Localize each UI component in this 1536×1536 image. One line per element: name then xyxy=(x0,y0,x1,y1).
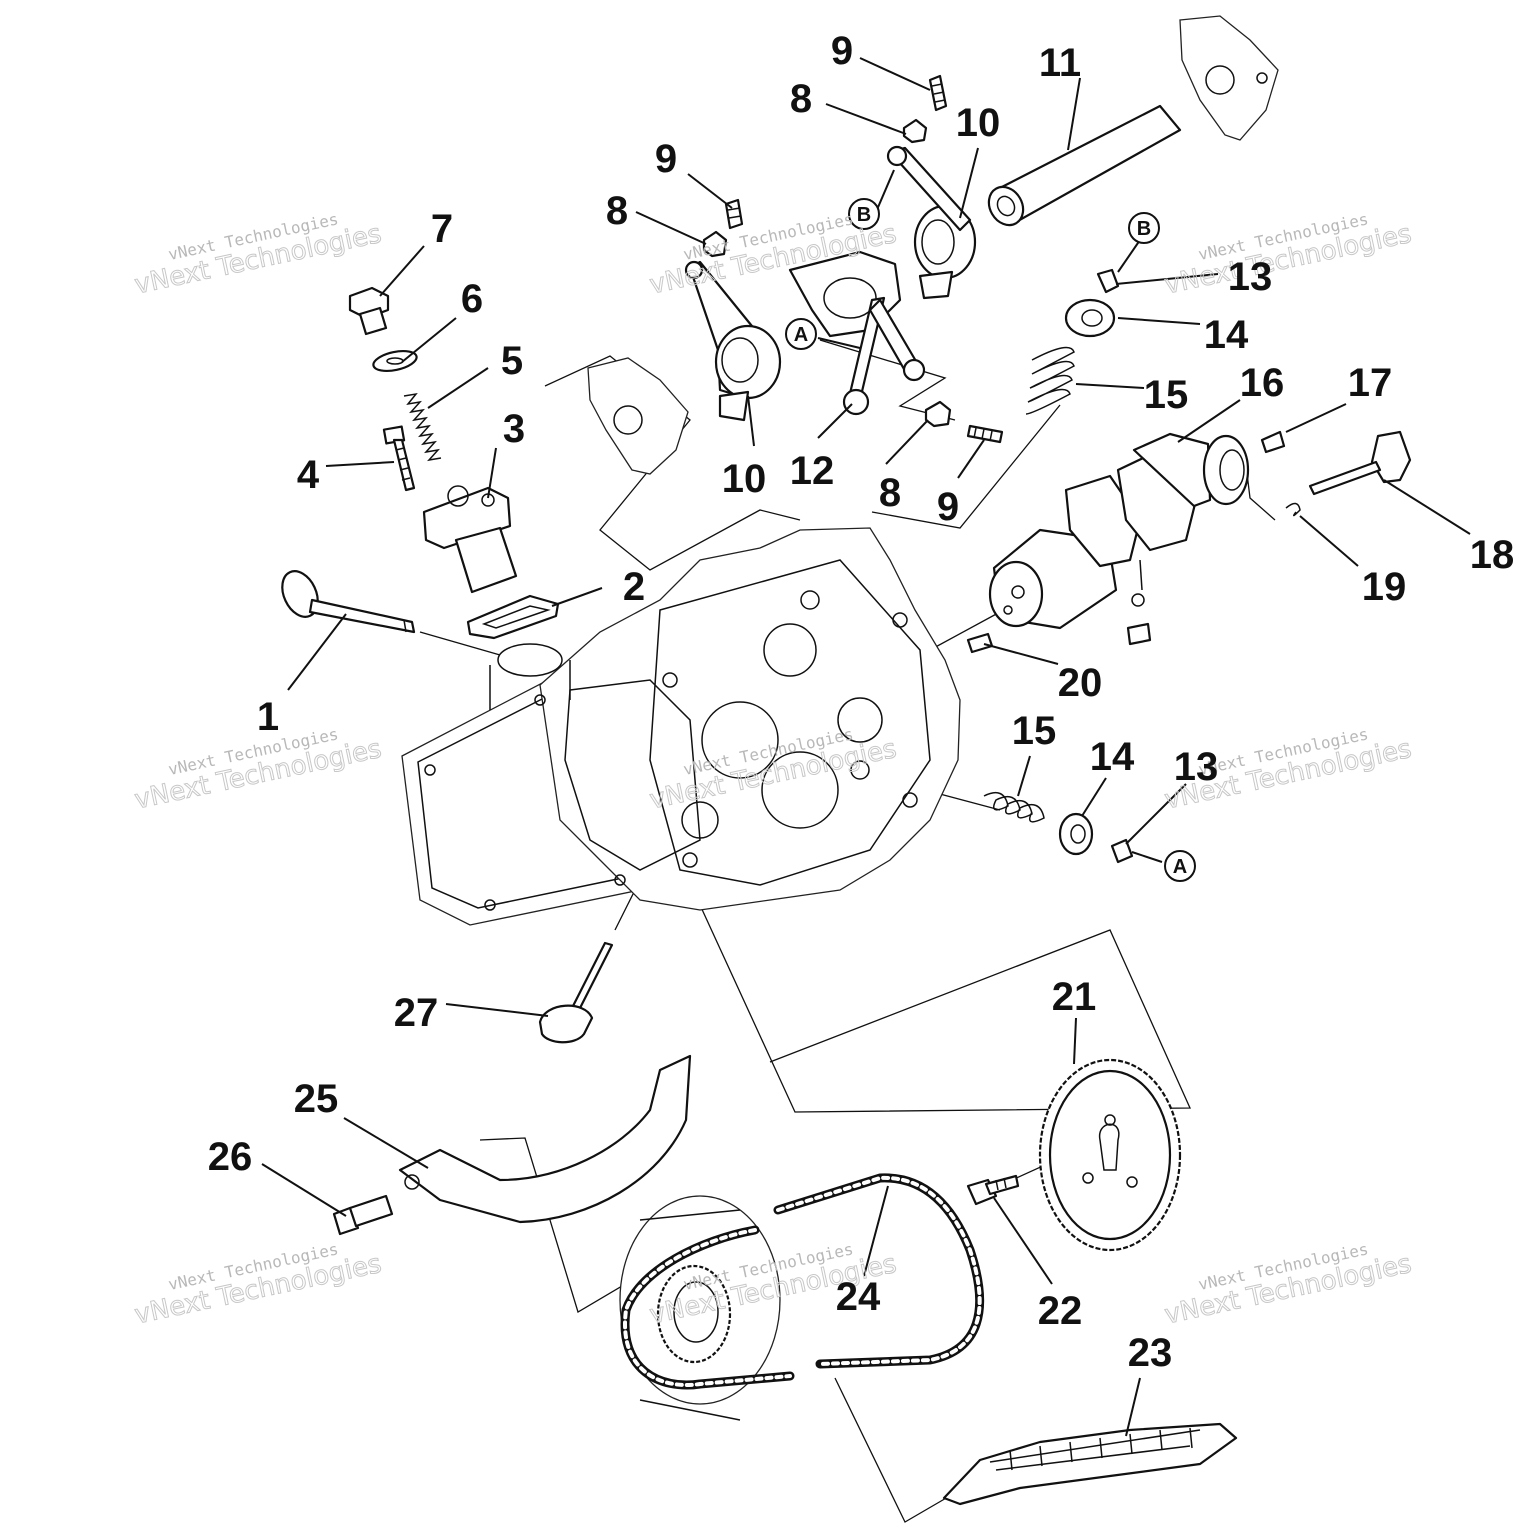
tensioner-body-icon xyxy=(422,485,518,594)
callout-19: 19 xyxy=(1362,565,1407,609)
sprocket-icon xyxy=(1038,1058,1182,1252)
valve-spring-icon xyxy=(1025,346,1075,415)
callout-22: 22 xyxy=(1038,1289,1083,1333)
callout-8: 8 xyxy=(879,471,901,515)
reference-letter-label: A xyxy=(1173,856,1187,878)
callout-14: 14 xyxy=(1204,313,1249,357)
leader-lines xyxy=(261,57,1471,1437)
callout-2: 2 xyxy=(623,565,645,609)
dowel-pin-icon xyxy=(966,632,994,654)
tensioner-spring-icon xyxy=(403,392,442,462)
callout-10: 10 xyxy=(722,457,767,501)
cap-bolt-icon xyxy=(348,286,390,336)
crank-sprocket-icon xyxy=(619,1195,781,1421)
callout-9: 9 xyxy=(937,485,959,529)
reference-letter-a: A xyxy=(1164,850,1196,882)
dowel-pin-icon xyxy=(1260,430,1286,454)
callout-25: 25 xyxy=(294,1077,339,1121)
spring-retainer-icon xyxy=(1064,298,1116,338)
callout-21: 21 xyxy=(1052,975,1097,1019)
callout-13: 13 xyxy=(1174,745,1219,789)
spring-clip-icon xyxy=(1285,502,1301,517)
watermark: vNext Technologies vNext Technologies xyxy=(1162,209,1415,301)
callout-26: 26 xyxy=(208,1135,253,1179)
callout-5: 5 xyxy=(501,339,523,383)
cam-cap-icon xyxy=(587,357,689,475)
intake-valve-icon xyxy=(281,570,416,634)
tensioner-gasket-icon xyxy=(466,594,560,640)
rocker-carrier-icon xyxy=(788,250,926,416)
callout-16: 16 xyxy=(1240,361,1285,405)
valve-keeper-icon xyxy=(1096,268,1120,294)
chain-guide-icon xyxy=(398,1054,692,1224)
callout-4: 4 xyxy=(297,453,320,497)
callout-3: 3 xyxy=(503,407,525,451)
callout-9: 9 xyxy=(655,137,677,181)
guide-bolt-icon xyxy=(332,1194,394,1236)
rocker-arm-icon xyxy=(886,145,977,300)
lock-nut-icon xyxy=(702,230,728,258)
callout-13: 13 xyxy=(1228,255,1273,299)
reference-letter-a: A xyxy=(785,318,817,350)
callout-17: 17 xyxy=(1348,361,1393,405)
callout-9: 9 xyxy=(831,29,853,73)
reference-letter-label: B xyxy=(857,204,871,226)
tensioner-bolt-icon xyxy=(382,425,416,492)
cam-cap-icon xyxy=(1179,15,1279,141)
callout-12: 12 xyxy=(790,449,835,493)
callout-14: 14 xyxy=(1090,735,1135,779)
sprocket-bolt-icon xyxy=(966,1174,1020,1206)
valve-keeper-icon xyxy=(1110,838,1134,864)
camshaft-icon xyxy=(988,432,1250,630)
callout-15: 15 xyxy=(1144,373,1189,417)
lock-nut-icon xyxy=(924,400,952,428)
callout-labels: 1 2 3 4 5 6 7 8 8 8 9 9 9 10 10 11 12 13… xyxy=(208,29,1515,1375)
cam-plug-icon xyxy=(1126,593,1152,646)
callout-11: 11 xyxy=(1039,41,1081,85)
callout-6: 6 xyxy=(461,277,483,321)
callout-1: 1 xyxy=(257,695,279,739)
reference-letter-label: B xyxy=(1137,218,1151,240)
spring-retainer-icon xyxy=(1058,812,1094,856)
cylinder-head-icon xyxy=(401,527,961,926)
exhaust-valve-icon xyxy=(538,941,614,1044)
reference-letter-label: A xyxy=(794,324,808,346)
callout-20: 20 xyxy=(1058,661,1103,705)
callout-8: 8 xyxy=(790,77,812,121)
reference-letter-b: B xyxy=(1128,212,1160,244)
callout-18: 18 xyxy=(1470,533,1515,577)
callout-7: 7 xyxy=(431,207,453,251)
lock-nut-icon xyxy=(902,118,928,144)
rocker-shaft-icon xyxy=(987,104,1182,227)
rocker-arm-icon xyxy=(684,260,782,422)
chain-slider-icon xyxy=(942,1422,1238,1506)
adjuster-screw-icon xyxy=(966,424,1004,444)
valve-spring-icon xyxy=(983,791,1045,823)
callout-24: 24 xyxy=(836,1275,881,1319)
watermark: vNext Technologies vNext Technologies xyxy=(132,209,385,301)
callout-27: 27 xyxy=(394,991,439,1035)
watermark: vNext Technologies vNext Technologies xyxy=(132,1239,385,1331)
callout-8: 8 xyxy=(606,189,628,233)
watermark: vNext Technologies vNext Technologies xyxy=(1162,1239,1415,1331)
adjuster-screw-icon xyxy=(928,74,948,112)
callout-15: 15 xyxy=(1012,709,1057,753)
timing-chain-icon xyxy=(620,1173,985,1390)
decompressor-icon xyxy=(1308,430,1412,496)
callout-10: 10 xyxy=(956,101,1001,145)
washer-icon xyxy=(372,349,418,373)
callout-23: 23 xyxy=(1128,1331,1173,1375)
reference-letter-b: B xyxy=(848,198,880,230)
